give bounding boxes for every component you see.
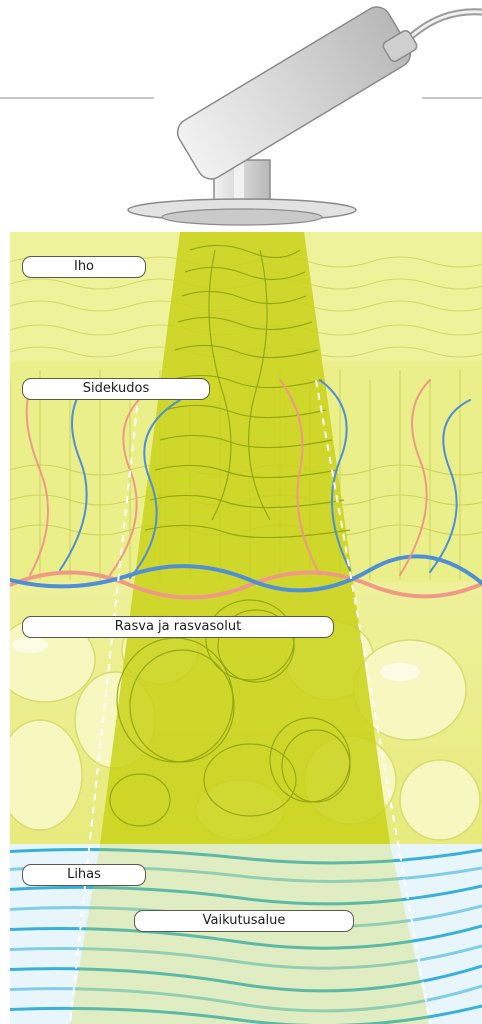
label-muscle: Lihas: [22, 864, 146, 886]
ultrasound-probe-icon: [128, 2, 482, 225]
label-skin: Iho: [22, 256, 146, 278]
label-fat: Rasva ja rasvasolut: [22, 616, 334, 638]
label-connective-tissue: Sidekudos: [22, 378, 210, 400]
label-effect-area: Vaikutusalue: [134, 910, 354, 932]
